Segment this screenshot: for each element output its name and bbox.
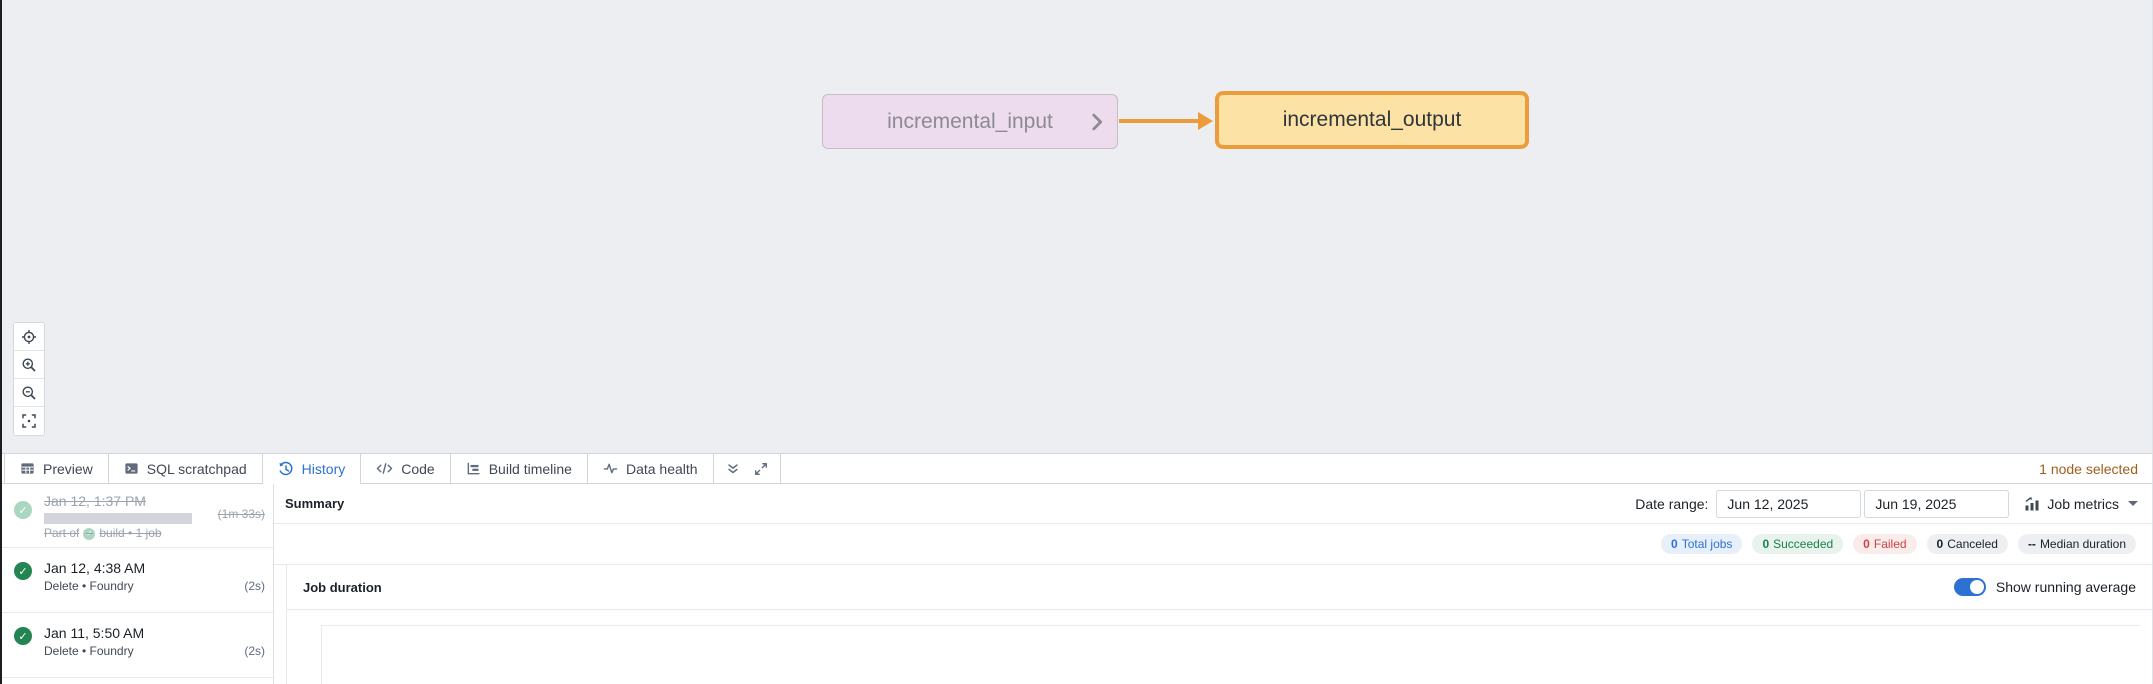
tab-label: Code: [401, 460, 435, 477]
zoom-out-button[interactable]: [14, 379, 44, 407]
build-history-list: ✓ Jan 12, 1:37 PM Part of ✓ build • 1 jo…: [2, 484, 274, 684]
zoom-in-button[interactable]: [14, 351, 44, 379]
success-check-icon: ✓: [14, 562, 32, 580]
date-start-input[interactable]: [1716, 489, 1862, 518]
job-duration-chart: [287, 610, 2152, 684]
summary-title: Summary: [285, 496, 345, 511]
mini-check-icon: ✓: [83, 527, 96, 540]
double-chevron-down-icon: [726, 462, 740, 476]
bottom-panel-tabbar: Preview SQL scratchpad History Code: [2, 453, 2152, 484]
summary-header-row: Summary Date range:: [274, 484, 2152, 524]
history-icon: [278, 461, 294, 477]
history-panel: ✓ Jan 12, 1:37 PM Part of ✓ build • 1 jo…: [2, 484, 2152, 684]
date-range-label: Date range:: [1635, 495, 1709, 512]
running-average-toggle-group: Show running average: [1953, 578, 2136, 596]
tab-history[interactable]: History: [262, 454, 362, 484]
date-end-input[interactable]: [1864, 489, 2010, 518]
expand-panel-button[interactable]: [754, 462, 768, 476]
job-metrics-label: Job metrics: [2047, 495, 2119, 512]
node-incremental-output[interactable]: incremental_output: [1215, 91, 1529, 149]
running-average-label: Show running average: [1995, 579, 2136, 595]
pulse-icon: [603, 461, 618, 476]
toggle-knob: [1969, 580, 1984, 594]
tab-label: Data health: [625, 460, 698, 477]
pipeline-canvas[interactable]: incremental_input incremental_output: [2, 0, 2152, 453]
summary-panel: Summary Date range:: [274, 484, 2152, 684]
edge-arrow-line: [1119, 119, 1201, 123]
timeline-icon: [466, 461, 481, 476]
zoom-out-icon: [21, 385, 37, 401]
build-timestamp: Jan 12, 1:37 PM: [44, 493, 146, 509]
tab-preview[interactable]: Preview: [4, 454, 109, 483]
zoom-fit-button[interactable]: [14, 407, 44, 435]
history-entry[interactable]: ✓ Jan 12, 4:38 AM Delete • Foundry (2s): [2, 548, 273, 613]
running-average-toggle[interactable]: [1953, 578, 1986, 596]
locate-button[interactable]: [14, 323, 44, 351]
zoom-fit-icon: [21, 413, 37, 429]
history-entry[interactable]: ✓ Jan 12, 1:37 PM Part of ✓ build • 1 jo…: [2, 484, 273, 548]
build-subtitle: Delete • Foundry: [44, 644, 134, 658]
node-incremental-input[interactable]: incremental_input: [822, 94, 1118, 149]
redacted-text-bar: [44, 513, 192, 524]
success-check-icon: ✓: [14, 501, 32, 519]
job-duration-title: Job duration: [303, 579, 382, 595]
locate-icon: [21, 329, 37, 345]
job-duration-card: Job duration Show running average: [286, 565, 2152, 684]
node-label: incremental_input: [887, 109, 1053, 133]
chart-plot-frame: [321, 625, 2140, 684]
tab-label: History: [301, 460, 346, 477]
tab-label: Build timeline: [488, 460, 572, 477]
caret-down-icon: [2128, 501, 2138, 506]
build-duration: (2s): [244, 579, 265, 593]
node-label: incremental_output: [1282, 108, 1462, 131]
build-timestamp: Jan 11, 5:50 AM: [44, 625, 145, 641]
collapse-panel-button[interactable]: [726, 462, 740, 476]
bar-chart-icon: [2024, 496, 2040, 512]
tab-sql-scratchpad[interactable]: SQL scratchpad: [108, 454, 263, 483]
canvas-zoom-controls: [13, 322, 45, 436]
tab-label: SQL scratchpad: [146, 460, 247, 477]
build-duration: (2s): [244, 644, 265, 658]
median-duration-badge: --Median duration: [2017, 534, 2136, 554]
success-check-icon: ✓: [14, 627, 32, 645]
edge-arrow-head-icon: [1198, 112, 1213, 130]
tab-code[interactable]: Code: [361, 454, 451, 483]
job-duration-header: Job duration Show running average: [287, 565, 2152, 610]
date-range-group: Date range: Job metrics: [1635, 489, 2138, 518]
build-timestamp: Jan 12, 4:38 AM: [44, 560, 146, 576]
selection-status: 1 node selected: [2039, 460, 2138, 477]
code-icon: [376, 461, 393, 476]
expand-diagonal-icon: [754, 462, 768, 476]
console-icon: [124, 461, 139, 476]
job-metrics-dropdown[interactable]: Job metrics: [2024, 496, 2138, 512]
tab-data-health[interactable]: Data health: [587, 454, 714, 483]
chevron-right-icon: [1090, 113, 1105, 130]
panel-controls: [714, 454, 781, 483]
build-subtitle: Delete • Foundry: [44, 579, 134, 593]
history-entry[interactable]: ✓ Jan 11, 5:50 AM Delete • Foundry (2s): [2, 613, 273, 678]
build-duration: (1m 33s): [217, 507, 265, 521]
table-icon: [20, 461, 35, 476]
build-subtitle: Part of ✓ build • 1 job: [44, 526, 162, 540]
tab-build-timeline[interactable]: Build timeline: [450, 454, 588, 483]
tab-label: Preview: [43, 460, 93, 477]
zoom-in-icon: [21, 357, 37, 373]
